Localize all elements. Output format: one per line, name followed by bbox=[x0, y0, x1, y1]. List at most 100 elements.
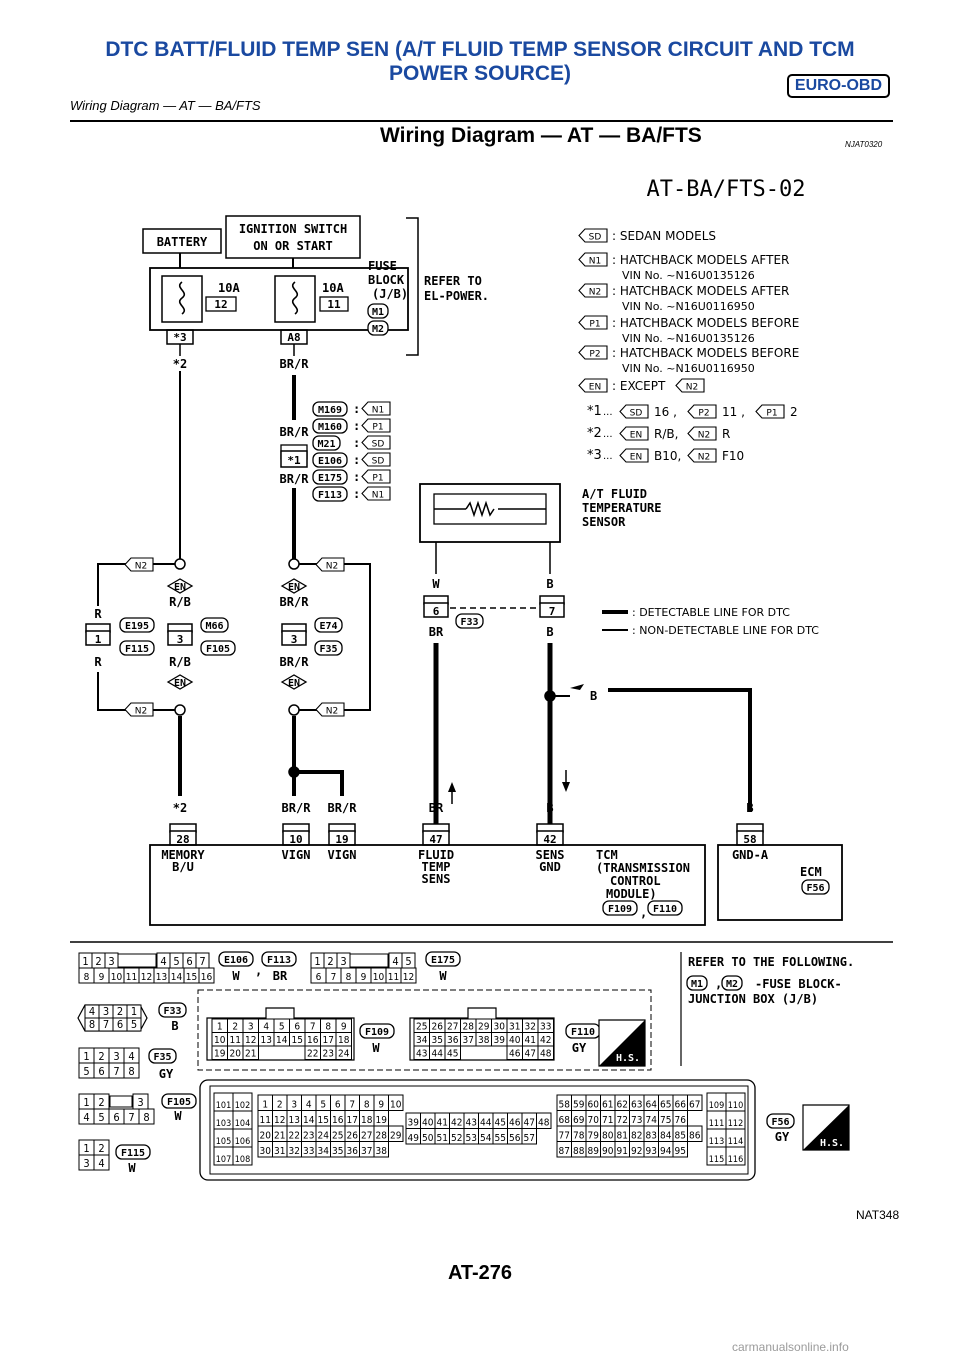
tcm-wire-3: BR bbox=[429, 801, 444, 815]
pin-number: 42 bbox=[540, 1035, 551, 1046]
pin-number: 1 bbox=[83, 1142, 89, 1155]
note-dots-0: ... bbox=[603, 407, 613, 418]
tcm-pin-label-3-2: TEMP bbox=[422, 860, 451, 874]
mid-conn-model-0: N1 bbox=[372, 406, 384, 416]
pin-cell bbox=[537, 1045, 554, 1060]
pin-number: 24 bbox=[338, 1049, 350, 1060]
pin-number: 70 bbox=[588, 1115, 600, 1126]
figure-id: NAT348 bbox=[856, 1208, 900, 1222]
pin-cell bbox=[672, 1141, 688, 1158]
fuse-left-no-box bbox=[205, 296, 237, 312]
pin-number: 10 bbox=[111, 972, 123, 983]
pin-number: 112 bbox=[728, 1119, 743, 1129]
note-dots-1: ... bbox=[603, 429, 613, 440]
note-dots-2: ... bbox=[603, 451, 613, 462]
mid-conn-M169-shape bbox=[312, 401, 348, 417]
mid-en-bottom: EN bbox=[288, 678, 300, 689]
pin-number: 2 bbox=[98, 1096, 104, 1109]
pin-number: 93 bbox=[646, 1146, 657, 1157]
pin-number: 34 bbox=[416, 1035, 428, 1046]
fuse-left-amp: 10A bbox=[218, 281, 240, 295]
pin-number: 102 bbox=[235, 1101, 250, 1111]
pin-number: 9 bbox=[378, 1100, 384, 1111]
pin-number: 5 bbox=[131, 1018, 137, 1031]
note-tag-0-0: SD bbox=[630, 409, 643, 419]
pin-number: 39 bbox=[408, 1118, 420, 1129]
pin-number: 26 bbox=[432, 1022, 444, 1033]
section-ref: NJAT0320 bbox=[845, 140, 883, 149]
mid-conn-model-4: P1 bbox=[372, 474, 383, 484]
pin-number: 78 bbox=[573, 1131, 585, 1142]
left-pin-1-label: 1 bbox=[95, 633, 102, 646]
mid-conn-F113: F113 bbox=[318, 490, 342, 501]
pin-number: 19 bbox=[376, 1115, 388, 1126]
pin-number: 22 bbox=[289, 1131, 300, 1142]
pin-number: 7 bbox=[331, 972, 337, 983]
pin-number: 40 bbox=[422, 1118, 434, 1129]
pin-number: 4 bbox=[89, 1005, 95, 1018]
fuse-block-conn-m1-shape bbox=[367, 303, 389, 319]
note-tag-2-0: EN bbox=[630, 453, 642, 463]
wire bbox=[299, 563, 371, 711]
pin-number: 5 bbox=[405, 955, 411, 968]
fuse-left-no: 12 bbox=[214, 298, 227, 311]
pin-number: 6 bbox=[294, 1022, 300, 1033]
left-conn-E195-shape bbox=[119, 617, 155, 633]
ecm-wire-b: B bbox=[746, 801, 753, 815]
ecm-wire-b-label: B bbox=[590, 689, 597, 703]
note-star-2: *3 bbox=[587, 448, 602, 463]
pin-number: 3 bbox=[113, 1050, 119, 1063]
pin-number: 67 bbox=[689, 1100, 700, 1111]
tcm-pin-28-label: 28 bbox=[176, 833, 189, 846]
pin-number: 16 bbox=[332, 1115, 344, 1126]
pin-number: 7 bbox=[349, 1100, 355, 1111]
arrow-up-icon bbox=[448, 782, 456, 792]
fuse-block-conn-m1: M1 bbox=[372, 307, 384, 318]
tcm-pin-label-3-1: FLUID bbox=[418, 848, 454, 862]
pin-number: 35 bbox=[332, 1146, 343, 1157]
star1-label: *1 bbox=[287, 454, 301, 467]
note-tag-0-1-shape bbox=[687, 404, 717, 419]
left-tag-top-shape bbox=[124, 557, 154, 572]
legend-tag-P2-shape bbox=[578, 345, 608, 360]
fuse-left-conn: *3 bbox=[173, 331, 186, 344]
pin-cell bbox=[725, 1146, 746, 1166]
mid-conn-M169: M169 bbox=[318, 405, 342, 416]
legend-tag-N1: N1 bbox=[589, 257, 601, 267]
sensor-conn-F33: F33 bbox=[460, 617, 478, 628]
fuse-left-symbol bbox=[178, 281, 186, 315]
mid-conn-F35: F35 bbox=[319, 644, 337, 655]
conn-label-F109: F109 bbox=[365, 1027, 389, 1038]
pin-number: 83 bbox=[646, 1131, 657, 1142]
line-legend-1: : DETECTABLE LINE FOR DTC bbox=[632, 606, 790, 619]
pin-number: 13 bbox=[156, 972, 167, 983]
sensor-pin-7-label: 7 bbox=[549, 605, 556, 618]
pin-number: 2 bbox=[95, 955, 101, 968]
pin-number: 36 bbox=[447, 1035, 459, 1046]
pin-number: 39 bbox=[494, 1035, 506, 1046]
note-star-1: *2 bbox=[587, 426, 602, 441]
sensor-label-3: SENSOR bbox=[582, 515, 626, 529]
fuse-block-label-2: BLOCK bbox=[368, 273, 405, 287]
pin-number: 41 bbox=[437, 1118, 448, 1129]
pin-number: 27 bbox=[447, 1022, 458, 1033]
pin-number: 9 bbox=[341, 1022, 347, 1033]
pin-number: 27 bbox=[361, 1131, 372, 1142]
conn-label-F113: F113 bbox=[267, 955, 291, 966]
note-text-1-0: R/B, bbox=[654, 427, 678, 441]
watermark: carmanualsonline.info bbox=[732, 1340, 849, 1354]
pin-number: 45 bbox=[447, 1049, 458, 1060]
pin-number: 38 bbox=[478, 1035, 490, 1046]
note-tag-2-1-shape bbox=[687, 448, 717, 463]
conn-label-F115: F115 bbox=[121, 1148, 145, 1159]
pin-number: 20 bbox=[260, 1131, 272, 1142]
mid-conn-model-0-shape bbox=[361, 401, 391, 416]
pin-number: 44 bbox=[432, 1049, 444, 1060]
tcm-pin-label-0-2: B/U bbox=[172, 860, 194, 874]
